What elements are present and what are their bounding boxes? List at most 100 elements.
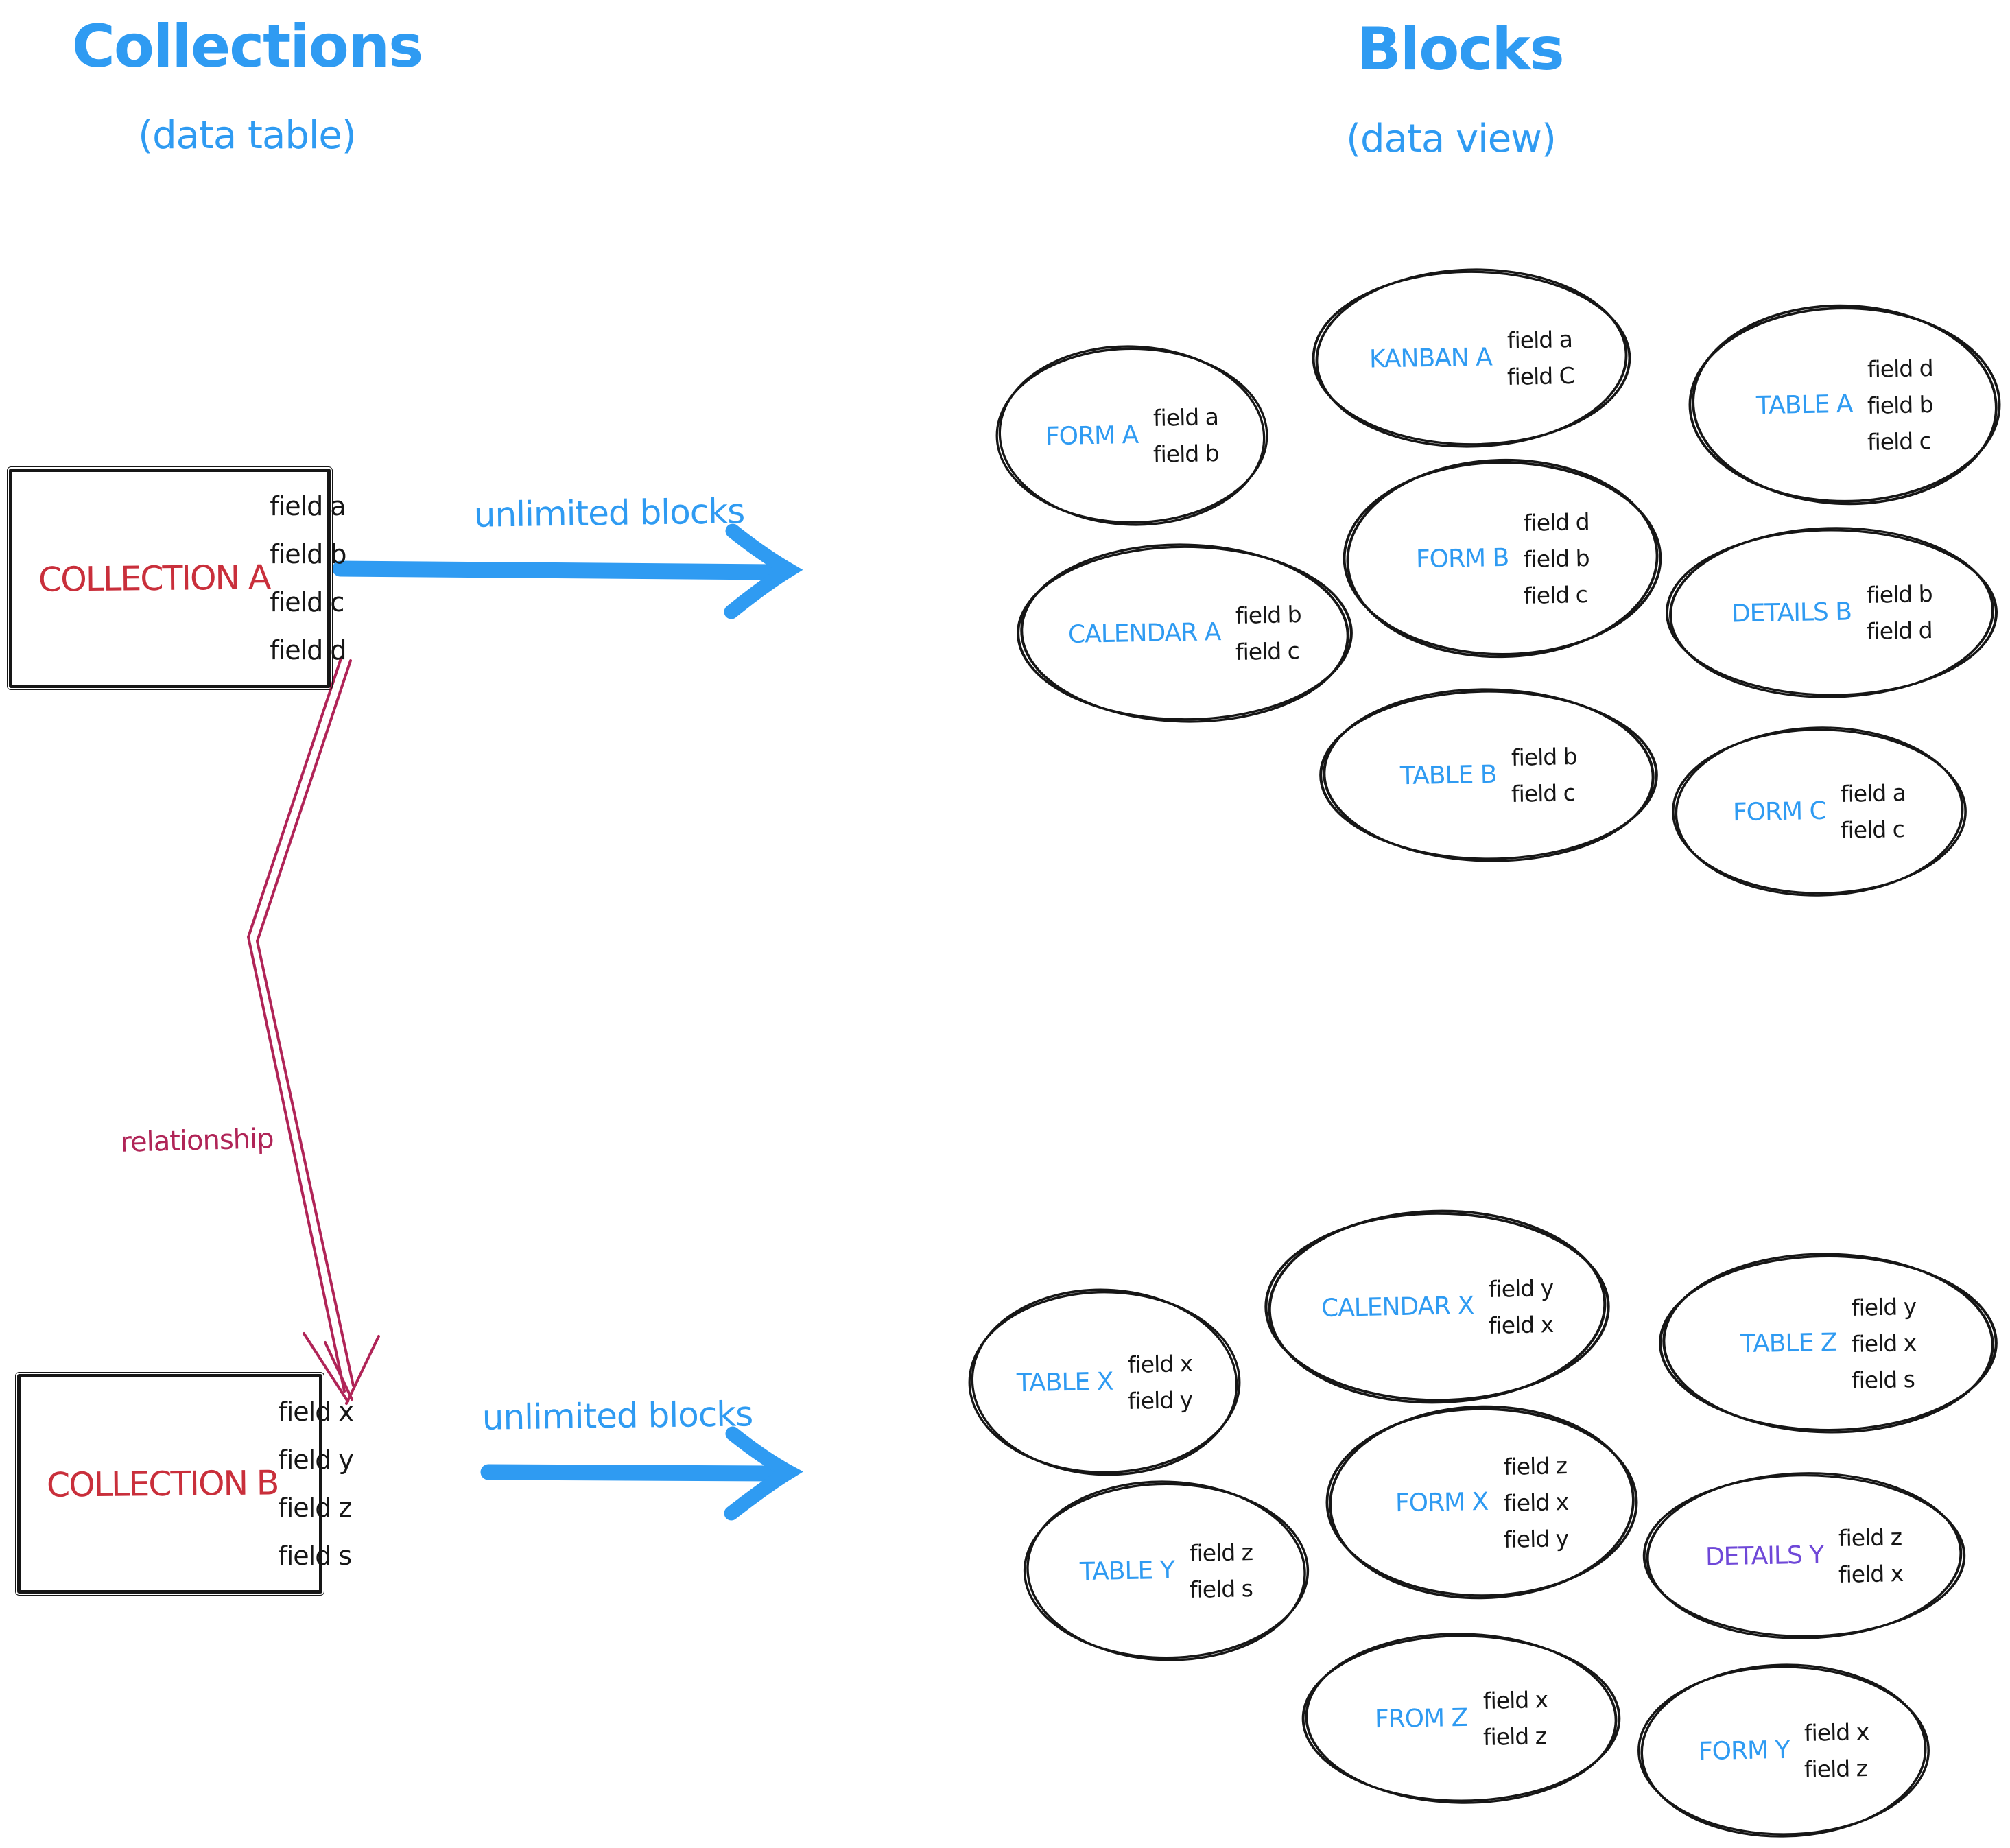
block-details-y: DETAILS Y field z field x <box>1637 1470 1971 1642</box>
block-field: field y <box>1851 1292 1917 1321</box>
block-ellipse <box>1023 1480 1310 1661</box>
block-fields: field z field s <box>1189 1539 1253 1603</box>
block-field: field b <box>1523 544 1589 573</box>
block-field: field b <box>1511 743 1578 771</box>
collection-field: field z <box>278 1493 352 1523</box>
collection-field: field d <box>270 635 346 665</box>
collection-b-fields: field x field y field z field s <box>278 1397 354 1571</box>
block-field: field y <box>1503 1524 1569 1553</box>
block-field: field z <box>1804 1755 1868 1783</box>
block-field: field x <box>1851 1329 1917 1358</box>
collection-field: field a <box>270 491 346 521</box>
collection-a-name: COLLECTION A <box>38 557 270 600</box>
block-field: field b <box>1235 601 1302 629</box>
collection-field: field b <box>270 539 346 569</box>
block-from-z: FROM Z field x field z <box>1297 1631 1626 1806</box>
block-table-a: TABLE A field d field b field c <box>1683 302 2006 508</box>
collection-a-box: COLLECTION A field a field b field c fie… <box>7 466 346 690</box>
block-field: field d <box>1867 354 1934 383</box>
block-label: FORM A <box>1045 420 1139 451</box>
collection-field: field s <box>278 1541 352 1571</box>
block-ellipse <box>1017 543 1353 723</box>
relationship-label: relationship <box>119 1123 274 1159</box>
block-fields: field x field y <box>1127 1350 1193 1414</box>
block-ellipse <box>1301 1633 1621 1804</box>
unlimited-blocks-label-bottom: unlimited blocks <box>482 1394 753 1438</box>
block-ellipse <box>1319 688 1658 862</box>
block-field: field c <box>1235 637 1300 665</box>
collection-field: field c <box>270 587 344 617</box>
block-fields: field y field x field s <box>1851 1292 1917 1394</box>
block-fields: field a field C <box>1506 326 1574 390</box>
block-field: field b <box>1867 390 1934 419</box>
block-fields: field y field x <box>1488 1275 1554 1339</box>
unlimited-blocks-arrow-bottom <box>480 1426 803 1521</box>
block-label: DETAILS Y <box>1705 1541 1824 1571</box>
block-field: field y <box>1488 1275 1554 1303</box>
block-kanban-a: KANBAN A field a field C <box>1307 266 1636 450</box>
unlimited-blocks-label-top: unlimited blocks <box>473 491 745 535</box>
block-fields: field a field b <box>1152 403 1218 468</box>
blocks-title: Blocks <box>1356 15 1564 84</box>
block-ellipse <box>1312 268 1631 448</box>
block-fields: field a field c <box>1840 779 1906 844</box>
block-field: field y <box>1127 1386 1193 1414</box>
block-details-b: DETAILS B field b field d <box>1660 525 2003 700</box>
block-field: field z <box>1838 1524 1902 1552</box>
block-ellipse <box>1666 527 1998 698</box>
block-field: field x <box>1488 1311 1554 1339</box>
block-field: field d <box>1523 508 1589 536</box>
block-field: field c <box>1840 816 1905 844</box>
collections-subtitle: (data table) <box>138 113 356 158</box>
block-field: field x <box>1503 1488 1569 1517</box>
block-ellipse <box>1642 1472 1966 1639</box>
block-fields: field z field x <box>1838 1524 1904 1588</box>
block-label: CALENDAR A <box>1067 617 1221 649</box>
block-field: field z <box>1482 1722 1546 1751</box>
block-label: TABLE Y <box>1079 1556 1175 1586</box>
block-form-b: FORM B field d field b field c <box>1338 456 1667 661</box>
block-form-x: FORM X field z field x field y <box>1321 1403 1643 1602</box>
block-calendar-a: CALENDAR A field b field c <box>1011 541 1358 725</box>
block-form-c: FORM C field a field c <box>1667 724 1972 899</box>
block-field: field x <box>1838 1560 1904 1588</box>
block-table-y: TABLE Y field z field s <box>1019 1478 1314 1663</box>
block-table-x: TABLE X field x field y <box>964 1286 1245 1478</box>
collection-a-fields: field a field b field c field d <box>270 491 346 665</box>
block-label: KANBAN A <box>1369 342 1492 374</box>
block-label: TABLE A <box>1755 390 1853 420</box>
block-ellipse <box>1343 458 1662 659</box>
collection-b-box: COLLECTION B field x field y field z fie… <box>15 1372 354 1596</box>
block-field: field x <box>1482 1686 1548 1714</box>
block-field: field b <box>1866 580 1932 608</box>
block-field: field s <box>1851 1365 1915 1394</box>
block-form-a: FORM A field a field b <box>991 343 1273 528</box>
block-field: field c <box>1523 580 1588 609</box>
block-field: field a <box>1840 779 1906 807</box>
block-ellipse <box>1659 1253 1998 1434</box>
block-field: field a <box>1506 326 1572 355</box>
blocks-subtitle: (data view) <box>1346 117 1557 161</box>
block-label: TABLE X <box>1016 1367 1113 1397</box>
block-calendar-x: CALENDAR X field y field x <box>1259 1207 1616 1406</box>
block-field: field d <box>1866 617 1932 645</box>
block-field: field c <box>1511 779 1576 807</box>
block-field: field z <box>1189 1539 1253 1567</box>
block-label: FORM C <box>1732 796 1826 827</box>
block-ellipse <box>1672 726 1967 897</box>
block-ellipse <box>1325 1405 1638 1600</box>
block-fields: field d field b field c <box>1523 508 1589 609</box>
block-table-z: TABLE Z field y field x field s <box>1653 1251 2003 1436</box>
block-fields: field b field c <box>1235 601 1302 665</box>
block-table-b: TABLE B field b field c <box>1314 686 1664 864</box>
relationship-arrow <box>246 657 380 1405</box>
block-fields: field d field b field c <box>1867 355 1933 455</box>
block-label: DETAILS B <box>1731 597 1852 628</box>
collections-title: Collections <box>71 12 424 81</box>
block-label: FROM Z <box>1374 1703 1468 1733</box>
block-form-y: FORM Y field x field z <box>1633 1661 1935 1840</box>
block-ellipse <box>968 1288 1241 1476</box>
block-field: field z <box>1503 1452 1567 1480</box>
block-label: CALENDAR X <box>1321 1291 1474 1323</box>
